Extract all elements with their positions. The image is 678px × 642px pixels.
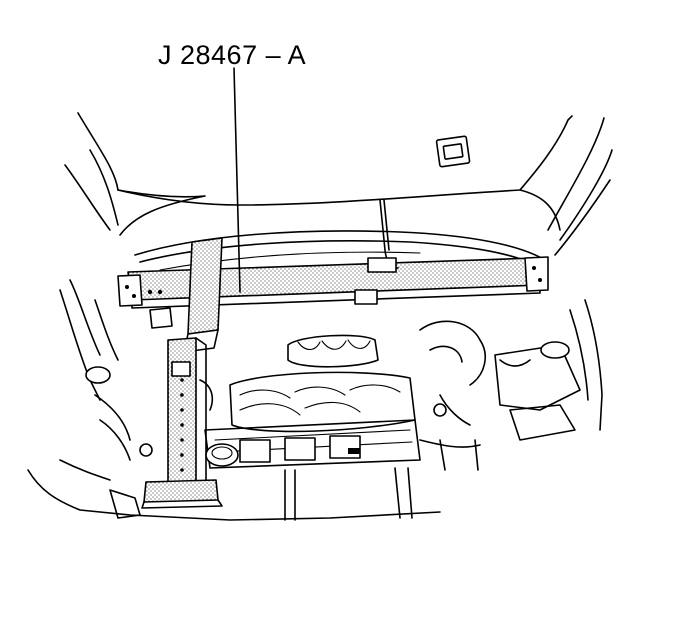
hood-outline bbox=[64, 112, 613, 256]
left-components bbox=[85, 366, 214, 519]
right-components bbox=[419, 320, 581, 471]
fender-outlines bbox=[27, 279, 603, 521]
support-fixture-leg bbox=[141, 237, 223, 509]
engine-block bbox=[204, 419, 421, 469]
hood-latch-plate bbox=[435, 135, 471, 168]
support-fixture-crossbar bbox=[117, 256, 549, 309]
lower-frame bbox=[59, 459, 413, 521]
oil-filler-cap bbox=[205, 443, 239, 467]
lifting-hook bbox=[354, 199, 399, 305]
callout-leader-line bbox=[233, 67, 241, 293]
intake-manifold bbox=[229, 334, 416, 433]
tool-callout-label: J 28467 – A bbox=[158, 40, 307, 70]
